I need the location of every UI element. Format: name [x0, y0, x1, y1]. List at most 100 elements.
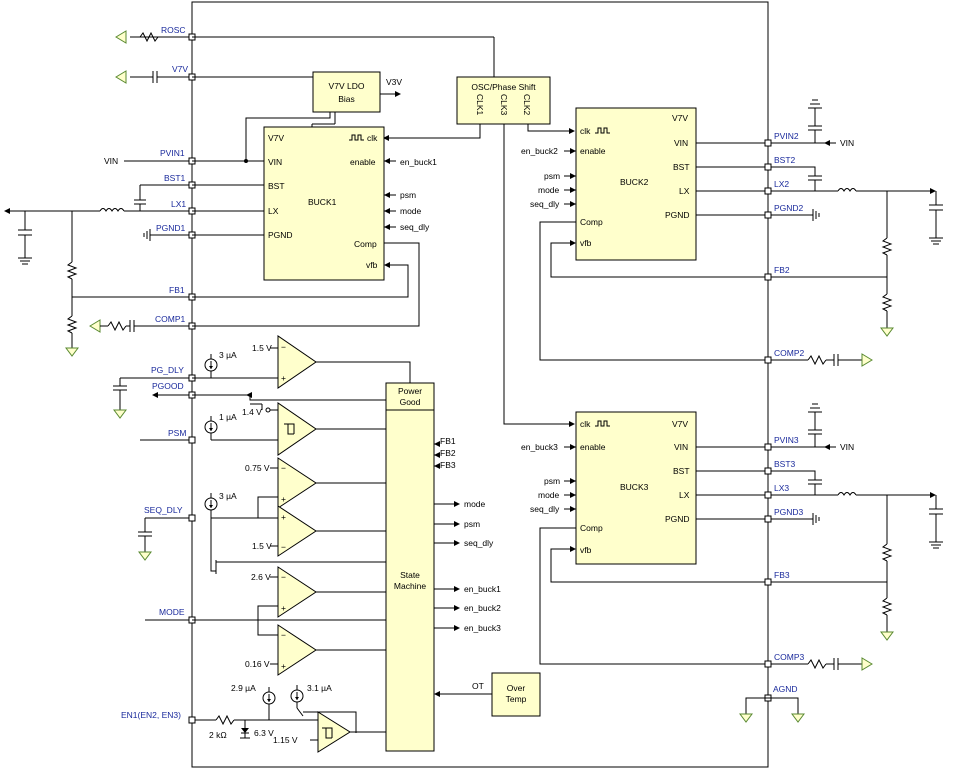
buck2-block: clk V7V enable VIN BST BUCK2 LX PGND Com… [521, 107, 768, 361]
pin-pvin1: VIN PVIN1 [104, 148, 196, 166]
power-good-line1: Power [398, 386, 422, 396]
pin-label-bst2: BST2 [774, 155, 796, 165]
comparator-seq-1-5: + − 3 µA 1.5 V [204, 491, 386, 574]
buck1-seq-signal: seq_dly [400, 222, 430, 232]
buck2-vin-label: VIN [674, 138, 688, 148]
pin-label-pgnd2: PGND2 [774, 203, 804, 213]
pin-label-pvin3: PVIN3 [774, 435, 799, 445]
buck3-block: clk V7V enable VIN BST BUCK3 LX PGND Com… [521, 411, 768, 665]
buck2-comp-label: Comp [580, 217, 603, 227]
comparator-seq-0-75: − + 0.75 V [245, 457, 386, 518]
comparator-mode-0-16: − + 0.16 V [192, 619, 386, 676]
ic-package-outline [191, 1, 769, 768]
pin-label-agnd: AGND [773, 684, 798, 694]
ground-triangle-icon [861, 657, 873, 671]
buck3-vin-label: VIN [674, 442, 688, 452]
buck3-psm-signal: psm [544, 476, 560, 486]
pin-seq-dly: SEQ_DLY [138, 505, 196, 561]
buck3-seq-signal: seq_dly [530, 504, 560, 514]
ldo-label-line2: Bias [338, 94, 355, 104]
svg-text:−: − [281, 572, 286, 582]
ref-1-4v: 1.4 V [242, 407, 262, 417]
pin-label-en1: EN1(EN2, EN3) [121, 710, 181, 720]
pin-label-pvin2: PVIN2 [774, 131, 799, 141]
over-temp-block: Over Temp OT [434, 672, 541, 717]
over-temp-signal: OT [472, 681, 484, 691]
pin-rosc: ROSC [115, 25, 196, 44]
buck1-name: BUCK1 [308, 197, 337, 207]
clock-waveform-icon [349, 134, 364, 141]
buck2-enable-label: enable [580, 146, 606, 156]
buck2-vfb-label: vfb [580, 238, 592, 248]
pin-label-mode: MODE [159, 607, 185, 617]
svg-text:+: + [281, 494, 286, 504]
pin-label-fb1: FB1 [169, 285, 185, 295]
svg-text:−: − [281, 630, 286, 640]
osc-clk1-label: CLK1 [475, 94, 485, 116]
ground-triangle-icon [65, 347, 79, 357]
isrc-3-1ua: 3.1 µA [307, 683, 332, 693]
buck2-lx-label: LX [679, 186, 690, 196]
pin-label-comp3: COMP3 [774, 652, 805, 662]
zener-6-3v: 6.3 V [254, 728, 274, 738]
svg-text:+: + [281, 373, 286, 383]
sm-input-fb2: FB2 [440, 448, 456, 458]
buck1-v7v-label: V7V [268, 133, 284, 143]
clock-waveform-icon [595, 420, 610, 427]
pin-label-lx2: LX2 [774, 179, 789, 189]
buck1-comp-label: Comp [354, 239, 377, 249]
sm-input-fb3: FB3 [440, 460, 456, 470]
ref-0-16v: 0.16 V [245, 659, 270, 669]
sm-outputs: mode psm seq_dly en_buck1 en_buck2 en_bu… [434, 499, 501, 633]
pin-label-lx1: LX1 [171, 199, 186, 209]
pin-comp1: COMP1 [89, 314, 196, 333]
pin-pgnd1: PGND1 [143, 223, 196, 241]
sm-input-fb1: FB1 [440, 436, 456, 446]
buck3-vfb-label: vfb [580, 545, 592, 555]
buck1-bst-label: BST [268, 181, 285, 191]
ground-triangle-icon [880, 631, 894, 641]
vin-label-left: VIN [104, 156, 118, 166]
state-machine-block: Power Good State Machine FB1 FB2 FB3 mod… [385, 382, 501, 752]
buck3-lx-label: LX [679, 490, 690, 500]
isrc-1ua: 1 µA [219, 412, 237, 422]
buck1-block: V7V clk VIN enable BST BUCK1 LX PGND Com… [192, 126, 437, 327]
osc-block: OSC/Phase Shift CLK1 CLK3 CLK2 [192, 36, 575, 427]
svg-text:−: − [281, 463, 286, 473]
ground-triangle-icon [115, 70, 127, 84]
pin-label-fb3: FB3 [774, 570, 790, 580]
over-temp-line2: Temp [506, 694, 527, 704]
ground-triangle-icon [791, 713, 805, 723]
pin-fb1: FB1 [72, 285, 196, 301]
pin-label-fb2: FB2 [774, 265, 790, 275]
sm-output-en-buck3: en_buck3 [464, 623, 501, 633]
ground-triangle-icon [113, 409, 127, 419]
buck2-external-circuit: PVIN2 VIN BST2 LX2 [764, 99, 943, 367]
buck3-bst-label: BST [673, 466, 690, 476]
pin-label-comp2: COMP2 [774, 348, 805, 358]
pin-label-pgood: PGOOD [152, 381, 184, 391]
pin-label-rosc: ROSC [161, 25, 186, 35]
buck1-clk-label: clk [367, 133, 378, 143]
pin-lx1: LX1 [4, 199, 196, 357]
pin-v7v: V7V [115, 64, 196, 84]
buck2-pgnd-label: PGND [665, 210, 690, 220]
pin-label-pgnd3: PGND3 [774, 507, 804, 517]
sm-output-psm: psm [464, 519, 480, 529]
osc-title: OSC/Phase Shift [471, 82, 536, 92]
buck2-bst-label: BST [673, 162, 690, 172]
comparator-enable: 2 kΩ 6.3 V 2.9 µA 3.1 µA 1.15 V [209, 683, 386, 753]
buck3-mode-signal: mode [538, 490, 560, 500]
pin-label-lx3: LX3 [774, 483, 789, 493]
pin-psm: PSM [140, 428, 196, 444]
buck3-enable-label: enable [580, 442, 606, 452]
buck3-en-signal: en_buck3 [521, 442, 558, 452]
pin-label-v7v: V7V [172, 64, 188, 74]
buck2-seq-signal: seq_dly [530, 199, 560, 209]
power-good-line2: Good [400, 397, 421, 407]
buck1-mode-signal: mode [400, 206, 422, 216]
buck1-vfb-label: vfb [366, 260, 378, 270]
ref-1-5v-top: 1.5 V [252, 343, 272, 353]
pin-pg-dly: PG_DLY [113, 365, 196, 419]
svg-text:+: + [281, 661, 286, 671]
